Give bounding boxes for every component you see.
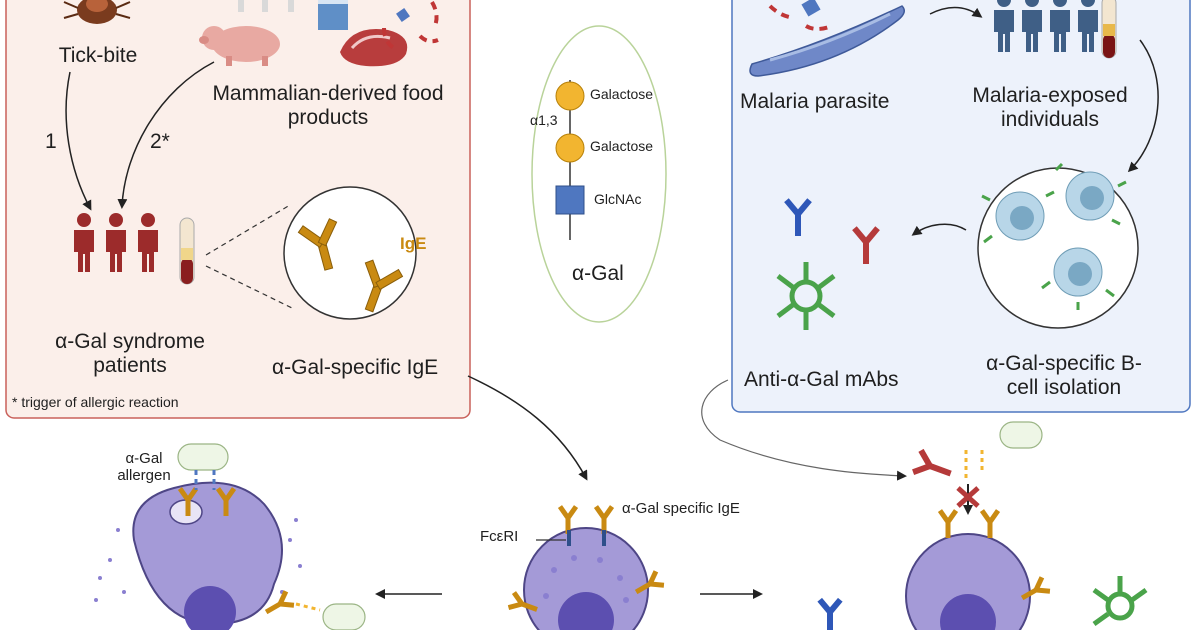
mab-red-icon (852, 226, 880, 264)
linkage-label: α1,3 (530, 112, 558, 128)
mab-pentamer-icon (776, 262, 836, 330)
glcnac-icon (555, 185, 585, 215)
meat-icon (340, 28, 408, 67)
sample-tube-icon (1101, 0, 1117, 59)
sugar-1-label: Galactose (590, 86, 654, 102)
tick-icon (63, 0, 131, 24)
exposed-label: Malaria-exposed individuals (972, 84, 1128, 132)
people-farm-icon (238, 0, 294, 12)
b-cells-icon (981, 162, 1127, 310)
food-label: Mammalian-derived food products (212, 82, 444, 130)
bound-ige-label: α-Gal specific IgE (622, 500, 740, 517)
degranulating-mast-cell (94, 481, 302, 635)
receptor-label: FcεRI (480, 528, 519, 545)
ige-zoom-circle (283, 186, 417, 320)
galactose-1-icon (555, 81, 585, 111)
pig-icon (199, 26, 280, 66)
center-mast-cell (506, 505, 667, 635)
epitope-icon (382, 1, 439, 50)
ige-label: IgE (400, 234, 427, 253)
patients-label: α-Gal syndrome patients (55, 330, 205, 378)
structure-title: α-Gal (572, 262, 624, 285)
mabs-label: Anti-α-Gal mAbs (744, 368, 899, 391)
blocked-mast-cell (905, 421, 1053, 635)
blood-tube-icon (179, 217, 195, 285)
route-2-label: 2* (150, 130, 170, 153)
isolation-label: α-Gal-specific B-cell isolation (986, 352, 1142, 400)
footnote: * trigger of allergic reaction (12, 394, 179, 410)
parasite-icon (749, 0, 905, 77)
parasite-label: Malaria parasite (740, 90, 890, 113)
free-mab-blue (817, 597, 843, 632)
galactose-2-icon (555, 133, 585, 163)
free-mab-pentamer (1092, 576, 1148, 627)
bound-ige-left (177, 470, 321, 621)
sugar-2-label: Galactose (590, 138, 654, 154)
mab-blue-icon (784, 198, 812, 236)
allergen-label: α-Gal allergen (117, 450, 171, 485)
allergen-bubble-1 (177, 443, 366, 631)
route-1-label: 1 (45, 130, 57, 153)
sugar-3-label: GlcNAc (594, 191, 642, 207)
tick-label: Tick-bite (58, 44, 138, 67)
milk-carton-icon (318, 0, 348, 30)
specific-ige-label: α-Gal-specific IgE (272, 356, 439, 379)
